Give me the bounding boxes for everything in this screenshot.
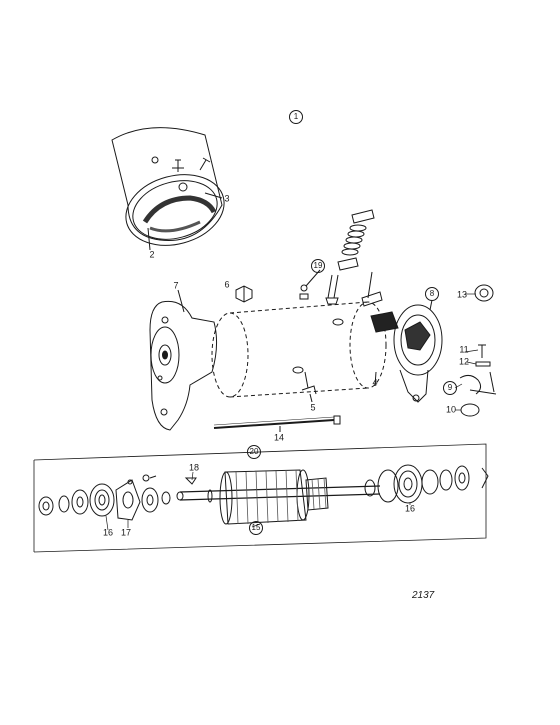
drive-end-frame-drawing xyxy=(149,289,218,431)
label-armature-kit: 20 xyxy=(247,445,261,459)
right-bearing-stack-drawing xyxy=(364,464,489,504)
label-terminal-kit: 19 xyxy=(311,259,325,273)
sheet-number: 2137 xyxy=(412,590,435,601)
label-armature: 15 xyxy=(249,521,263,535)
label-field-winding: 3 xyxy=(224,193,230,204)
label-commutator-end-frame: 8 xyxy=(425,287,439,301)
housing-detail xyxy=(111,127,225,251)
label-carbon-brush: 10 xyxy=(445,404,457,415)
label-bearing-left: 16 xyxy=(102,527,114,538)
terminal-kit-drawing xyxy=(299,209,383,307)
yoke-details xyxy=(292,311,399,403)
label-nut: 6 xyxy=(224,279,230,290)
left-bearing-stack-drawing xyxy=(38,474,197,521)
label-pole-screw: 5 xyxy=(310,402,316,413)
armature-drawing xyxy=(176,469,381,525)
label-brush-spring: 9 xyxy=(443,381,457,395)
nut-drawing xyxy=(235,285,253,303)
label-bearing-right: 16 xyxy=(404,503,416,514)
label-drive-end-frame: 7 xyxy=(173,280,179,291)
through-bolt-drawing xyxy=(213,415,341,432)
label-housing-alt: 2 xyxy=(149,249,155,260)
label-washer: 11 xyxy=(459,344,469,355)
label-cap: 13 xyxy=(456,289,468,300)
label-bearing-plate: 17 xyxy=(120,527,132,538)
label-through-bolt: 14 xyxy=(273,432,285,443)
label-brush-band: 4 xyxy=(372,377,378,388)
yoke-drawing xyxy=(211,301,387,398)
label-screw: 12 xyxy=(458,356,470,367)
label-assembly: 1 xyxy=(289,110,303,124)
small-parts-drawing xyxy=(459,284,497,417)
label-key: 18 xyxy=(188,462,200,473)
commutator-end-frame-drawing xyxy=(393,299,443,403)
